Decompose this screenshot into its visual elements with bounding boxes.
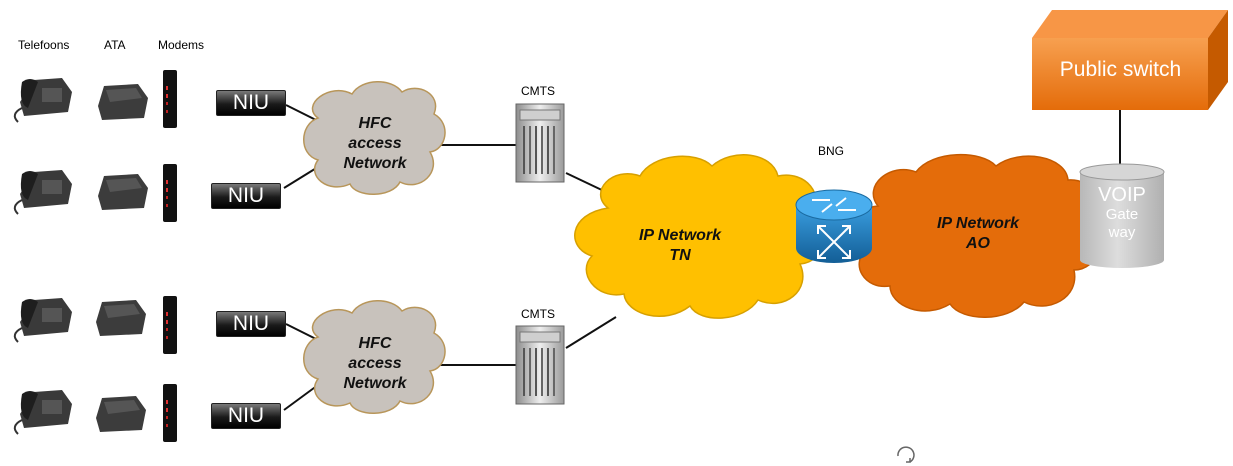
telefoons-header: Telefoons [18,38,70,52]
hfc-line2: access [348,135,402,152]
cmts-icon [515,325,565,405]
bng-label: BNG [818,144,845,158]
cmts-icon [515,103,565,183]
modem-icon [163,384,177,442]
modem-icon [163,164,177,222]
phone-icon [13,389,73,435]
connection-lines [283,104,1121,411]
modem-icon [163,296,177,354]
hfc-cloud-label: HFC access Network [320,114,430,174]
phone-icon [13,297,73,343]
ip-network-tn-label: IP Network TN [610,226,750,266]
hfc-line1: HFC [358,115,392,132]
cmts-label: CMTS [521,84,555,98]
ip-network-tn-cloud [574,154,825,319]
ata-icon [96,300,146,336]
hfc-line3: Network [343,155,407,172]
ata-icon [96,396,146,432]
hfc-cloud-top [303,81,446,195]
hfc-cloud-bottom [303,300,446,414]
niu-box: NIU [211,403,281,429]
ip-network-ao-label: IP Network AO [908,214,1048,254]
bng-router-icon [795,189,873,263]
phone-icon [13,169,73,215]
ip-ao-line1: IP Network [936,215,1020,232]
cmts-label: CMTS [521,307,555,321]
ata-header: ATA [104,38,126,52]
modem-icon [163,70,177,128]
refresh-icon [897,446,915,463]
ata-icon [98,84,148,120]
public-switch-box [1032,10,1228,110]
modems-header: Modems [158,38,205,52]
ip-tn-line1: IP Network [638,227,722,244]
hfc-cloud-label: HFC access Network [320,334,430,394]
phone-icon [13,77,73,123]
niu-box: NIU [216,90,286,116]
ip-tn-line2: TN [669,247,691,264]
hfc-line2: access [348,355,402,372]
voip-line1: VOIP [1098,184,1146,206]
ip-network-ao-cloud [853,154,1100,318]
ata-icon [98,174,148,210]
hfc-line1: HFC [358,335,392,352]
niu-box: NIU [216,311,286,337]
public-switch-label: Public switch [1059,58,1182,81]
hfc-line3: Network [343,375,407,392]
voip-gateway-label: VOIP Gate way [1080,184,1164,242]
niu-box: NIU [211,183,281,209]
voip-gateway-cylinder [1079,163,1165,268]
voip-line2: Gate [1105,206,1139,223]
voip-line3: way [1108,224,1136,241]
ip-ao-line2: AO [966,235,990,252]
